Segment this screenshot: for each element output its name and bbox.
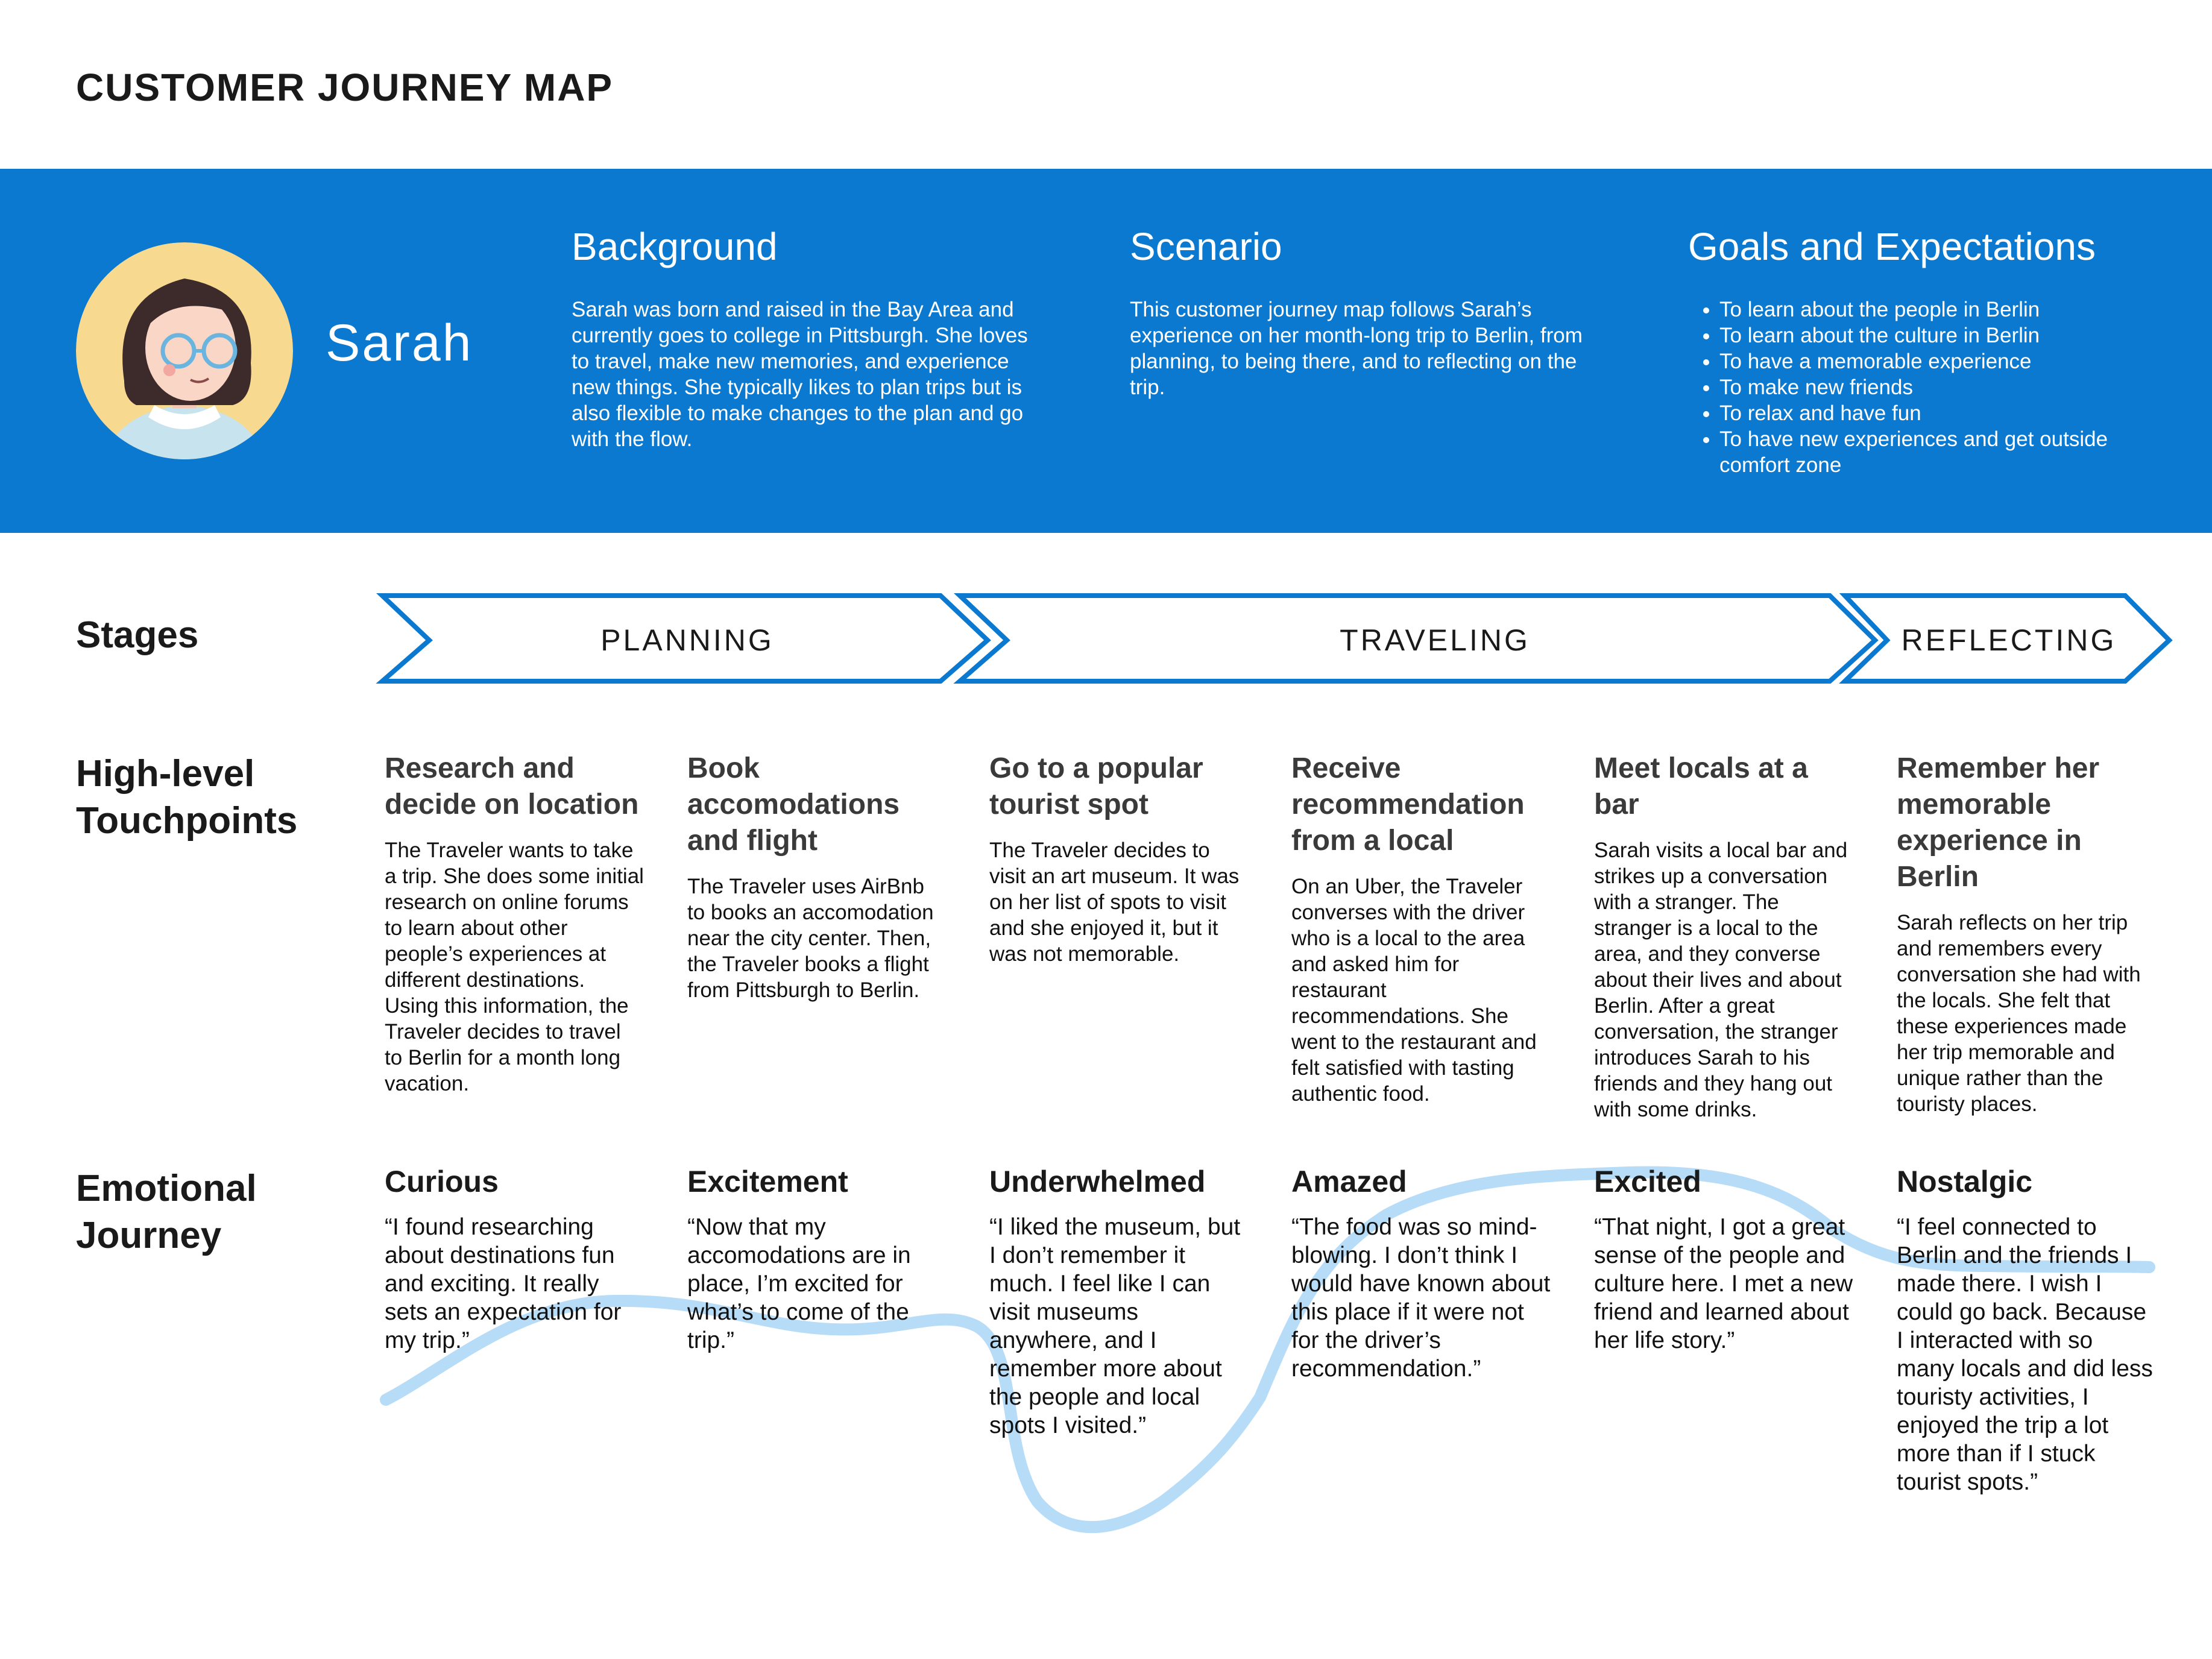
persona-banner: [0, 169, 2212, 533]
goals-heading: Goals and Expectations: [1688, 225, 2096, 268]
emotion-title: Excitement: [687, 1165, 848, 1198]
touchpoint-text: The Traveler decides to visit an art mus…: [989, 839, 1240, 966]
touchpoints-label: High-level Touchpoints: [76, 751, 297, 845]
persona-avatar: [76, 242, 293, 459]
emotional-label-line2: Journey: [76, 1215, 222, 1256]
touchpoint-text: The Traveler wants to take a trip. She d…: [385, 839, 644, 1095]
emotion-1: Curious “I found researching about desti…: [385, 1163, 644, 1355]
goal-item: To make new friends: [1719, 374, 2146, 400]
stages-label: Stages: [76, 614, 199, 656]
scenario-text: This customer journey map follows Sarah’…: [1130, 298, 1583, 399]
background-heading: Background: [572, 225, 778, 268]
emotion-title: Excited: [1594, 1165, 1701, 1198]
persona-name: Sarah: [326, 314, 473, 372]
touchpoint-title: Research and decide on location: [385, 752, 639, 820]
touchpoint-1: Research and decide on location The Trav…: [385, 751, 644, 1097]
emotional-label: Emotional Journey: [76, 1165, 257, 1259]
touchpoint-title: Remember her memorable experience in Ber…: [1897, 752, 2100, 893]
touchpoints-label-line1: High-level: [76, 753, 255, 795]
touchpoint-text: On an Uber, the Traveler converses with …: [1291, 875, 1537, 1106]
stage-chevron-reflecting: [1839, 593, 2173, 684]
emotion-quote: “I found researching about destinations …: [385, 1214, 622, 1353]
touchpoint-title: Book accomodations and flight: [687, 752, 900, 857]
goals-section: To learn about the people in Berlin To l…: [1688, 297, 2146, 478]
background-text: Sarah was born and raised in the Bay Are…: [572, 298, 1028, 451]
goals-list: To learn about the people in Berlin To l…: [1688, 297, 2146, 478]
stage-label-reflecting: REFLECTING: [1901, 623, 2117, 657]
scenario-heading: Scenario: [1130, 225, 1282, 268]
emotion-title: Amazed: [1291, 1165, 1407, 1198]
touchpoints-label-line2: Touchpoints: [76, 800, 298, 842]
emotion-quote: “Now that my accomodations are in place,…: [687, 1214, 911, 1353]
stage-chevron-traveling: [953, 593, 1879, 684]
goal-item: To have a memorable experience: [1719, 348, 2146, 374]
emotion-3: Underwhelmed “I liked the museum, but I …: [989, 1163, 1249, 1440]
emotion-title: Nostalgic: [1897, 1165, 2033, 1198]
goal-item: To learn about the culture in Berlin: [1719, 323, 2146, 348]
stages-chevrons: [376, 593, 2173, 684]
emotion-6: Nostalgic “I feel connected to Berlin an…: [1897, 1163, 2156, 1496]
emotion-2: Excitement “Now that my accomodations ar…: [687, 1163, 947, 1355]
touchpoint-text: The Traveler uses AirBnb to books an acc…: [687, 875, 934, 1002]
goal-item: To have new experiences and get outside …: [1719, 426, 2146, 478]
goal-item: To relax and have fun: [1719, 400, 2146, 426]
touchpoint-title: Receive recommendation from a local: [1291, 752, 1525, 857]
emotion-5: Excited “That night, I got a great sense…: [1594, 1163, 1853, 1355]
touchpoint-5: Meet locals at a bar Sarah visits a loca…: [1594, 751, 1853, 1122]
touchpoint-2: Book accomodations and flight The Travel…: [687, 751, 947, 1003]
emotion-4: Amazed “The food was so mind-blowing. I …: [1291, 1163, 1551, 1383]
touchpoint-title: Go to a popular tourist spot: [989, 752, 1203, 820]
emotion-title: Underwhelmed: [989, 1165, 1206, 1198]
emotion-title: Curious: [385, 1165, 499, 1198]
page-title: CUSTOMER JOURNEY MAP: [76, 66, 614, 109]
emotion-quote: “That night, I got a great sense of the …: [1594, 1214, 1853, 1353]
touchpoint-text: Sarah reflects on her trip and remembers…: [1897, 911, 2141, 1116]
goal-item: To learn about the people in Berlin: [1719, 297, 2146, 323]
emotion-quote: “I feel connected to Berlin and the frie…: [1897, 1214, 2153, 1495]
emotion-quote: “I liked the museum, but I don’t remembe…: [989, 1214, 1241, 1438]
stage-label-planning: PLANNING: [600, 623, 774, 657]
touchpoint-6: Remember her memorable experience in Ber…: [1897, 751, 2156, 1117]
emotional-label-line1: Emotional: [76, 1168, 257, 1209]
touchpoint-3: Go to a popular tourist spot The Travele…: [989, 751, 1249, 967]
touchpoint-text: Sarah visits a local bar and strikes up …: [1594, 839, 1848, 1121]
emotion-quote: “The food was so mind-blowing. I don’t t…: [1291, 1214, 1551, 1382]
stage-chevron-planning: [376, 593, 991, 684]
touchpoint-4: Receive recommendation from a local On a…: [1291, 751, 1551, 1107]
stage-label-traveling: TRAVELING: [1340, 623, 1530, 657]
touchpoint-title: Meet locals at a bar: [1594, 752, 1808, 820]
